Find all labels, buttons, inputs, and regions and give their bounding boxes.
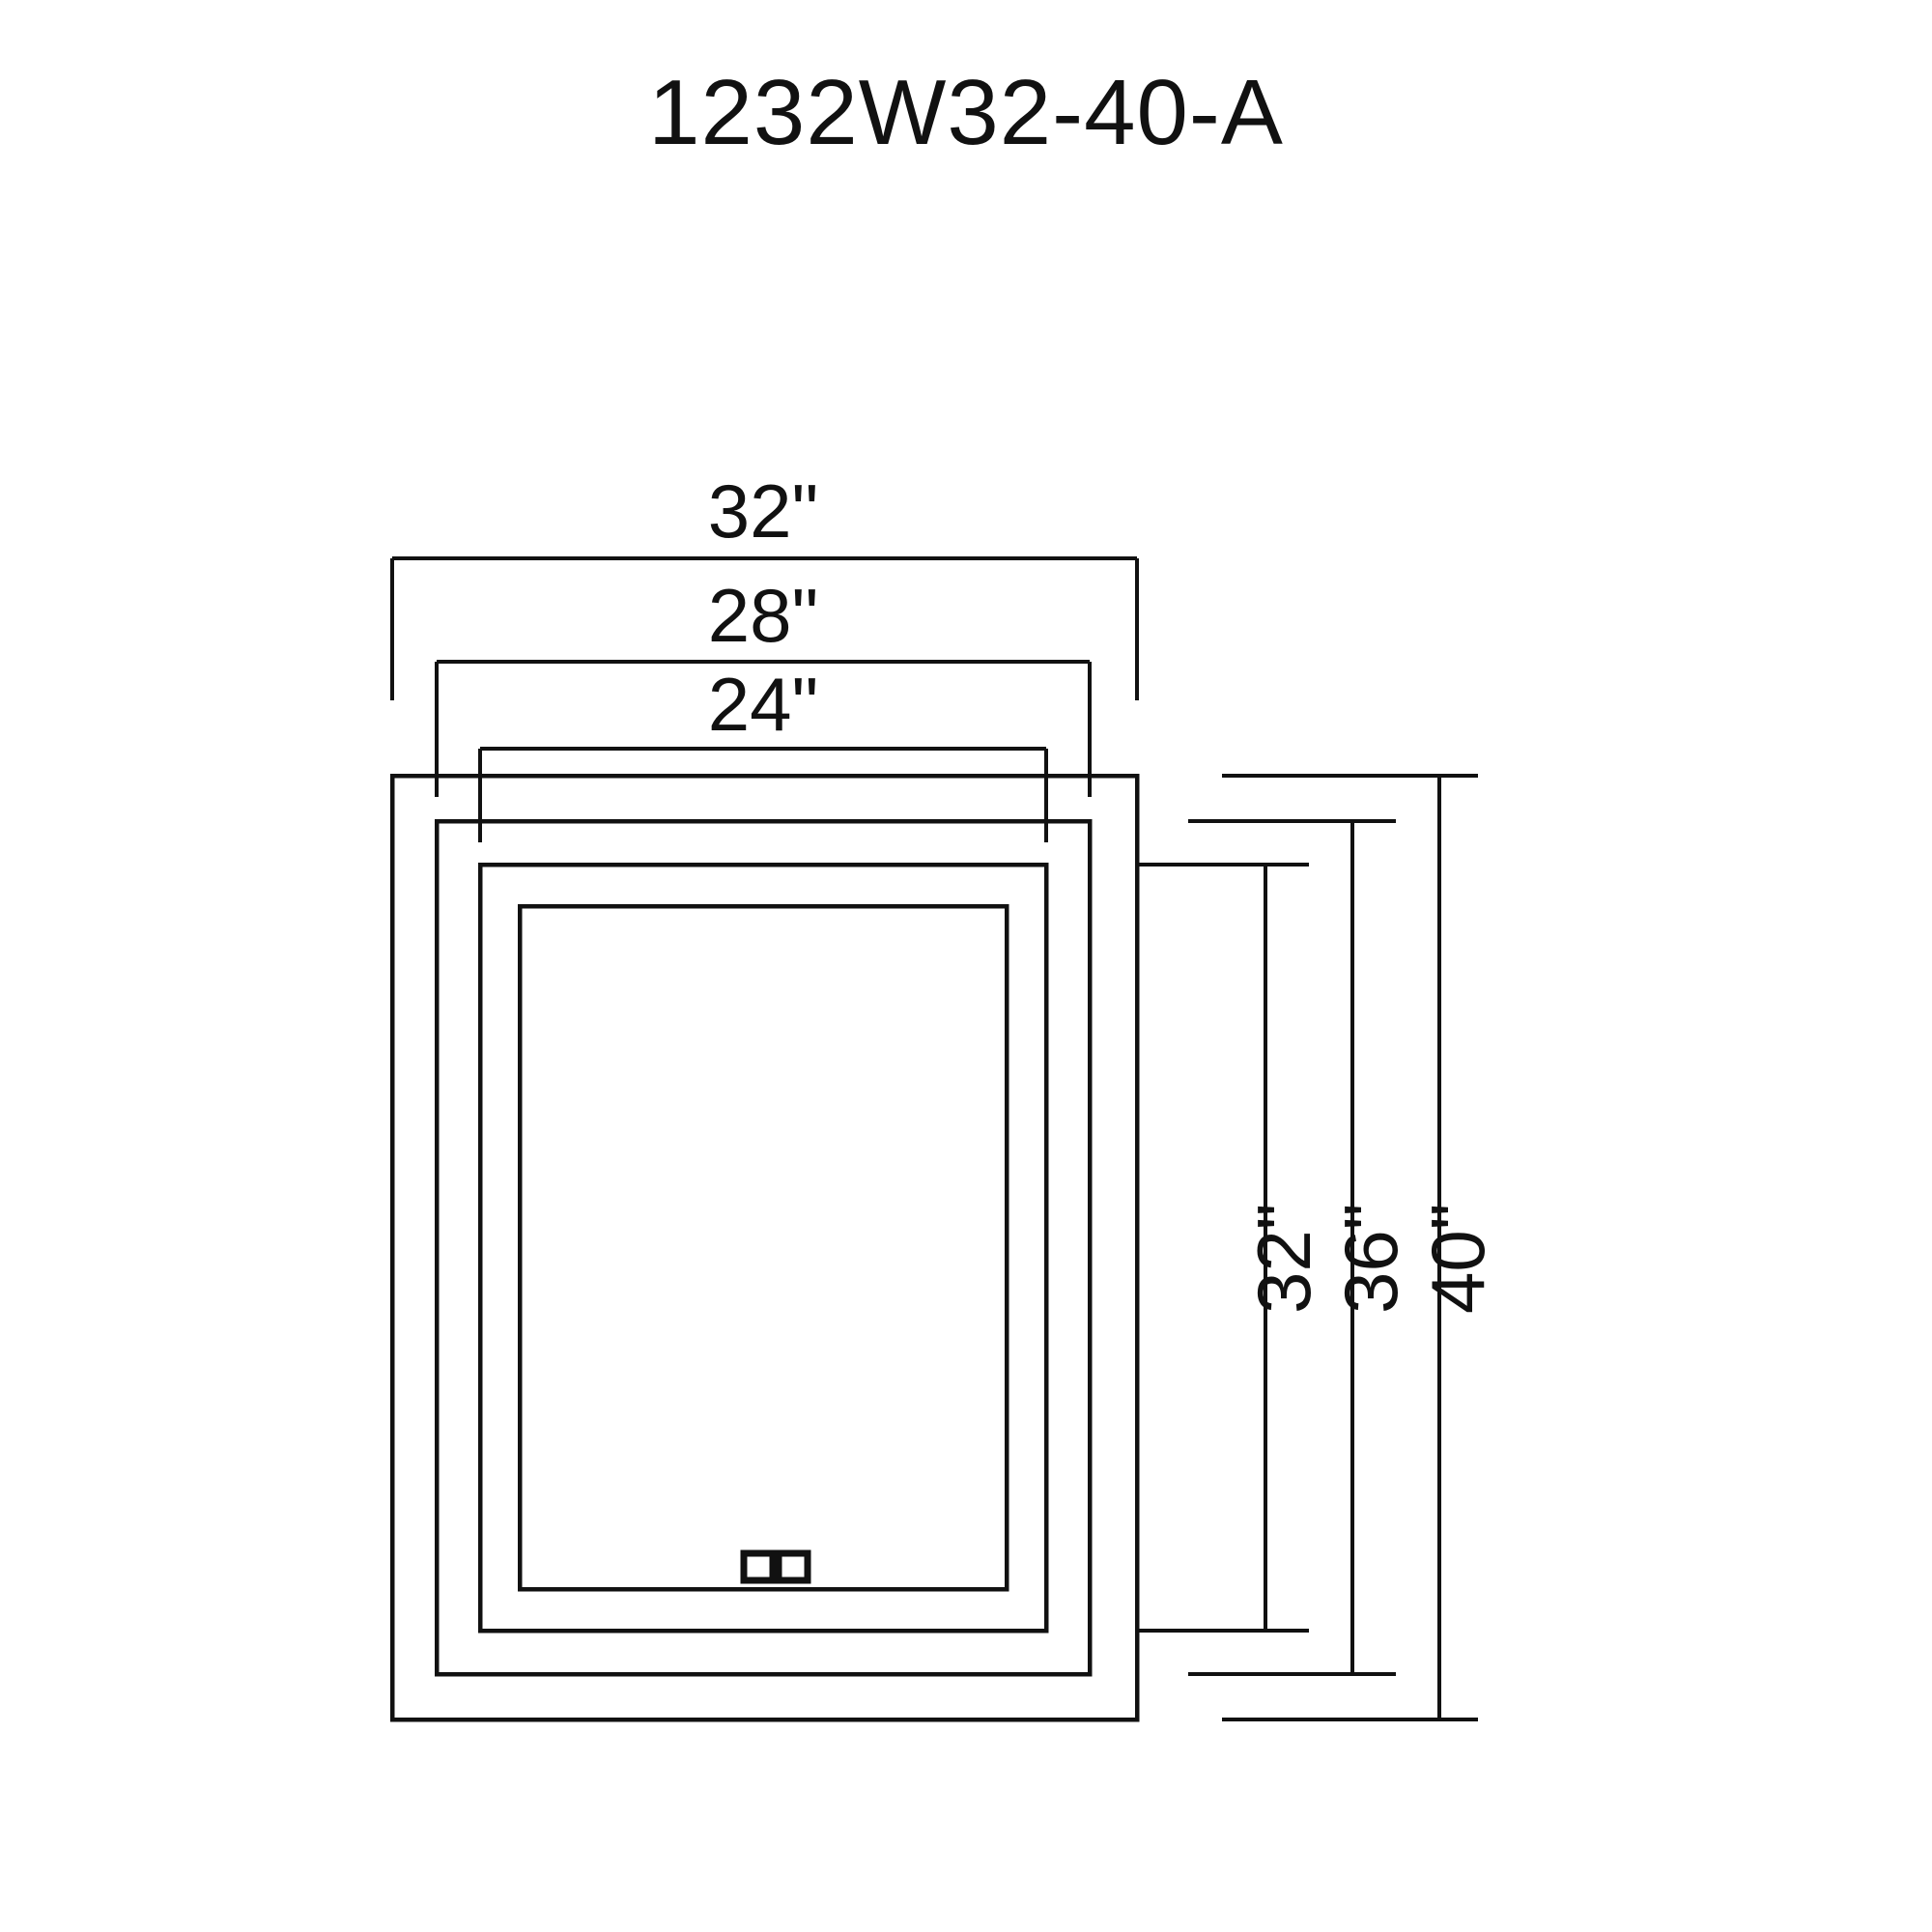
dimension-lines-horizontal (390, 556, 1139, 842)
variant-outline-28x36 (434, 818, 1093, 1677)
touch-sensor-icon[interactable] (740, 1549, 811, 1584)
mirror-variant-outlines (389, 773, 1140, 1722)
dim-label-height-36: 36" (1328, 1203, 1413, 1314)
mirror-glass-face (517, 903, 1009, 1592)
dim-label-height-40: 40" (1415, 1203, 1500, 1314)
dim-line-width-24 (478, 747, 1048, 842)
variant-outline-32x40 (389, 773, 1140, 1722)
variant-outline-24x32 (477, 862, 1049, 1634)
dim-line-height-32 (1138, 863, 1309, 1633)
dimension-lines-vertical (1138, 774, 1478, 1721)
dim-line-height-36 (1188, 819, 1396, 1676)
dim-line-height-40 (1222, 774, 1478, 1721)
dim-label-width-24: 24" (707, 662, 819, 747)
dim-label-width-28: 28" (707, 573, 819, 658)
dim-label-width-32: 32" (707, 469, 819, 554)
dim-label-height-32: 32" (1241, 1203, 1326, 1314)
page-title: 1232W32-40-A (648, 61, 1284, 164)
dim-line-width-32 (390, 556, 1139, 700)
